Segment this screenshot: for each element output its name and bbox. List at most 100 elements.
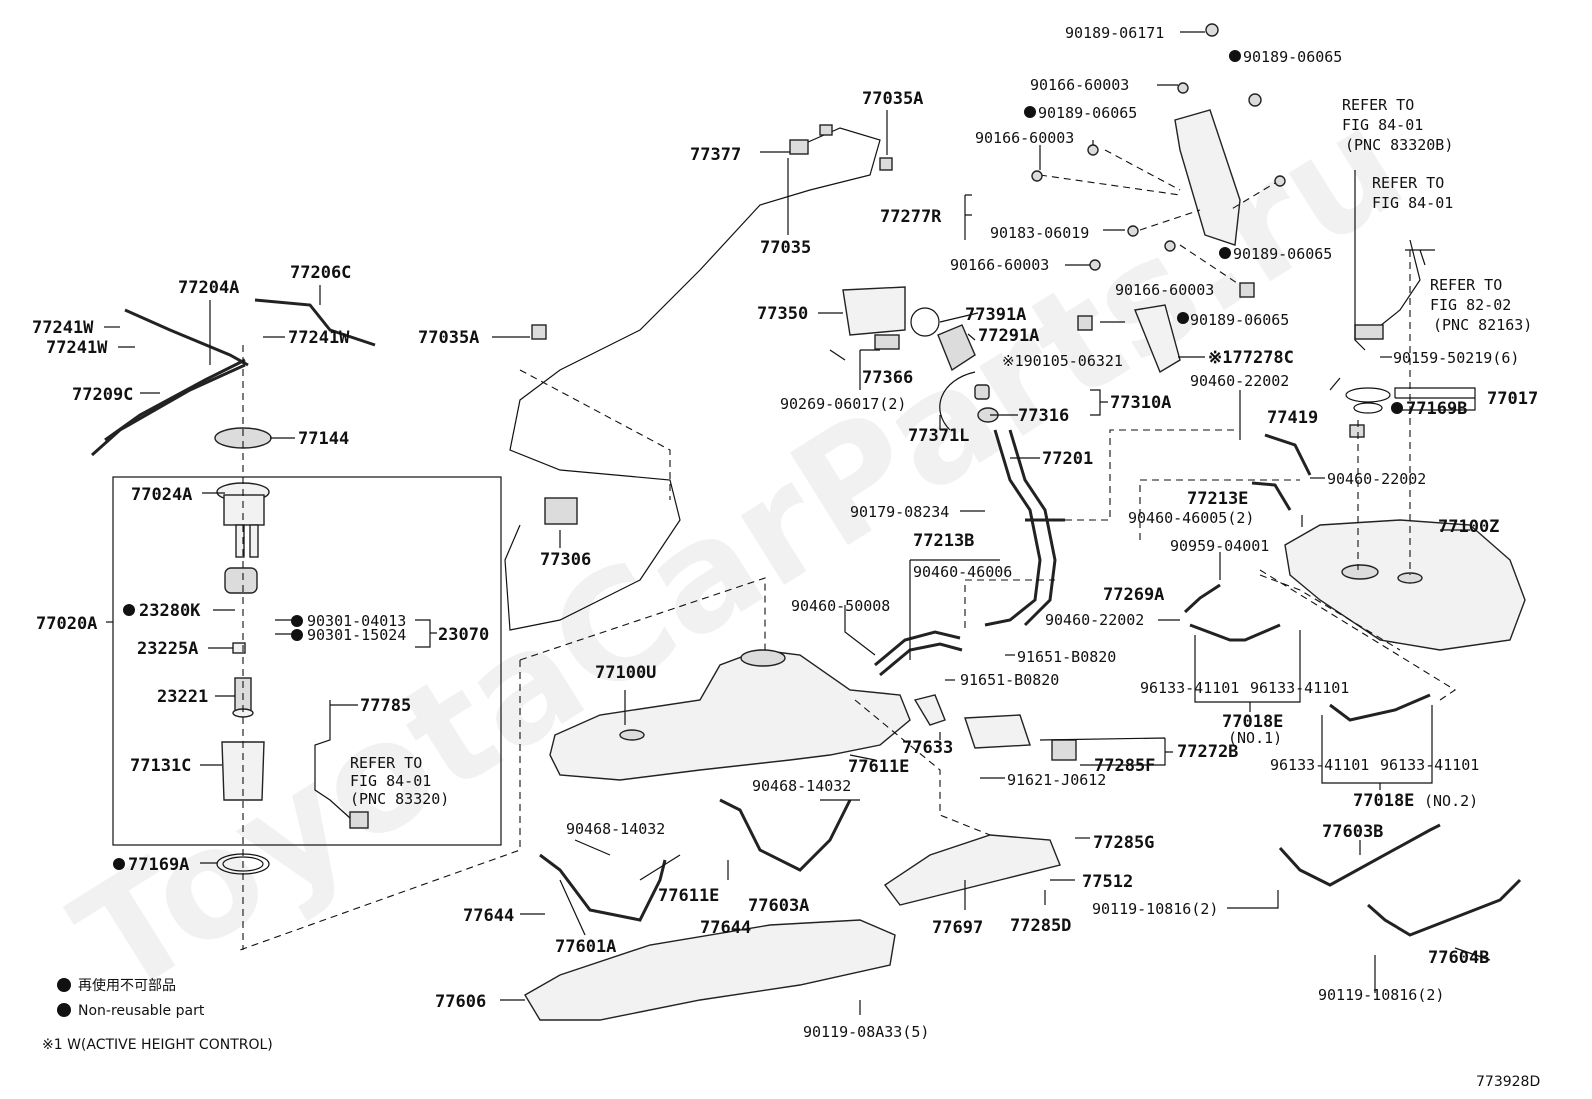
part-77316 <box>974 384 990 400</box>
part-77606-skid <box>524 919 896 1021</box>
harness-77035 <box>504 124 893 631</box>
part-77201-filler-pipe <box>984 429 1065 627</box>
part-filter <box>224 567 258 594</box>
fuel-line-77209C <box>91 308 249 457</box>
label-77697: 77697 <box>932 918 983 938</box>
dash-tank-pump <box>519 577 766 661</box>
label-91651-B0820-a: 91651-B0820 <box>1017 648 1116 666</box>
label-77024A: 77024A <box>131 485 192 505</box>
label-90301-15024: 90301-15024 <box>307 626 406 644</box>
bolt-90189-06065-a <box>1248 93 1262 107</box>
label-77213E: 77213E <box>1187 489 1248 509</box>
bolt-90189-06171 <box>1205 23 1219 37</box>
label-77272B: 77272B <box>1177 742 1238 762</box>
label-77611E-a: 77611E <box>848 757 909 777</box>
legend-non-reusable-en: Non-reusable part <box>78 1003 205 1019</box>
part-77018E-no1 <box>1189 623 1281 642</box>
part-77306 <box>544 497 578 525</box>
label-77291A: 77291A <box>978 326 1039 346</box>
part-77350 <box>842 286 906 336</box>
part-77603A <box>719 798 852 872</box>
pump-assembly-box <box>112 476 502 846</box>
part-77697 <box>883 834 1061 906</box>
label-90460-46005: 90460-46005(2) <box>1128 509 1254 527</box>
label-77100Z: 77100Z <box>1438 517 1499 537</box>
bolt-90166-60003-a <box>1177 82 1189 94</box>
part-77785-sender <box>314 700 369 829</box>
label-77611E-b: 77611E <box>658 886 719 906</box>
label-77601A: 77601A <box>555 937 616 957</box>
part-77100U-tank <box>549 649 911 781</box>
label-77241W-b: 77241W <box>46 338 108 358</box>
label-77131C: 77131C <box>130 756 191 776</box>
label-77644-a: 77644 <box>463 906 514 926</box>
label-77603A: 77603A <box>748 896 809 916</box>
label-77017: 77017 <box>1487 389 1538 409</box>
label-77269A: 77269A <box>1103 585 1164 605</box>
legend-note-1: ※1 W(ACTIVE HEIGHT CONTROL) <box>42 1037 273 1053</box>
label-77306: 77306 <box>540 550 591 570</box>
label-77419: 77419 <box>1267 408 1318 428</box>
label-77310A: 77310A <box>1110 393 1171 413</box>
part-77391A <box>910 307 940 337</box>
dash-77035 <box>519 369 671 500</box>
label-refer-84-01-a-3: (PNC 83320) <box>350 790 449 808</box>
label-refer-84-01-c-2: FIG 84-01 <box>1372 194 1453 212</box>
label-refer-84-01-b-3: (PNC 83320B) <box>1345 136 1453 154</box>
part-labels: 90189-06171 90189-06065 90166-60003 9018… <box>32 24 1538 1041</box>
label-77201: 77201 <box>1042 449 1093 469</box>
label-90189-06065-d: 90189-06065 <box>1190 311 1289 329</box>
part-77278C <box>1134 304 1181 374</box>
label-91621-J0612: 91621-J0612 <box>1007 771 1106 789</box>
label-90179-08234: 90179-08234 <box>850 503 949 521</box>
part-77269A <box>1183 583 1221 614</box>
label-refer-84-01-b-1: REFER TO <box>1342 96 1414 114</box>
label-77241W-a: 77241W <box>32 318 94 338</box>
label-77377: 77377 <box>690 145 741 165</box>
label-77371L: 77371L <box>908 426 969 446</box>
part-77603B <box>1278 823 1441 887</box>
part-77371L <box>939 371 976 431</box>
label-77285G: 77285G <box>1093 833 1154 853</box>
label-77350: 77350 <box>757 304 808 324</box>
label-90269-06017: 90269-06017(2) <box>780 395 906 413</box>
legend-non-reusable-jp: 再使用不可部品 <box>78 977 176 994</box>
part-77633 <box>913 694 946 726</box>
label-90166-60003-c: 90166-60003 <box>950 256 1049 274</box>
label-96133-41101-d: 96133-41101 <box>1380 756 1479 774</box>
label-90166-60003-b: 90166-60003 <box>975 129 1074 147</box>
label-77035A-top: 77035A <box>862 89 923 109</box>
label-77633: 77633 <box>902 738 953 758</box>
part-77604B <box>1367 878 1522 937</box>
label-90159-50219: 90159-50219(6) <box>1393 349 1519 367</box>
label-90460-50008: 90460-50008 <box>791 597 890 615</box>
label-77018E-a-no: (NO.1) <box>1228 729 1282 747</box>
label-77018E-a: 77018E <box>1222 712 1283 732</box>
label-23221: 23221 <box>157 687 208 707</box>
label-refer-82-02-1: REFER TO <box>1430 276 1502 294</box>
figure-id: 773928D <box>1476 1074 1540 1090</box>
part-77017-sender <box>1345 239 1421 438</box>
label-96133-41101-c: 96133-41101 <box>1270 756 1369 774</box>
label-90959-04001: 90959-04001 <box>1170 537 1269 555</box>
label-96133-41101-b: 96133-41101 <box>1250 679 1349 697</box>
label-77644-b: 77644 <box>700 918 751 938</box>
part-77100Z-tank <box>1284 519 1526 651</box>
label-77285F: 77285F <box>1094 756 1155 776</box>
label-77035: 77035 <box>760 238 811 258</box>
label-77018E-b: 77018E <box>1353 791 1414 811</box>
label-90119-10816-b: 90119-10816(2) <box>1318 986 1444 1004</box>
dash-77277R <box>1039 149 1281 286</box>
label-77606: 77606 <box>435 992 486 1012</box>
label-91651-B0820-b: 91651-B0820 <box>960 671 1059 689</box>
label-23280K: 23280K <box>139 601 201 621</box>
leader-lines <box>104 31 1491 1015</box>
label-90468-14032-b: 90468-14032 <box>566 820 665 838</box>
label-77018E-b-no: (NO.2) <box>1424 792 1478 810</box>
label-23070: 23070 <box>438 625 489 645</box>
label-refer-84-01-a-2: FIG 84-01 <box>350 772 431 790</box>
non-reusable-markers <box>113 50 1403 870</box>
part-77291A <box>937 324 976 372</box>
